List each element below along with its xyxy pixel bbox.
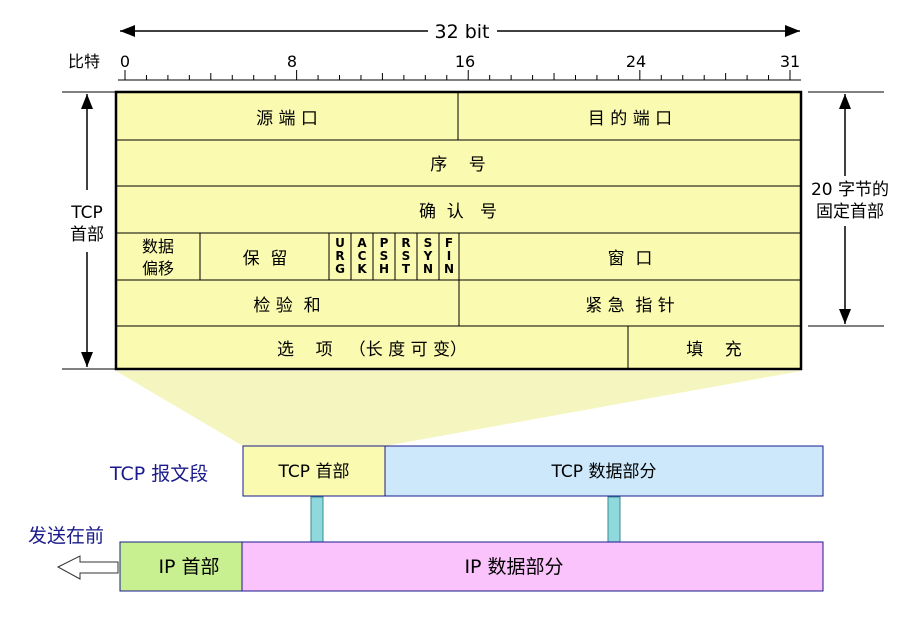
fixed-header-label: 固定首部 — [816, 202, 884, 222]
padding-field: 填 充 — [686, 340, 742, 360]
ruler-tick-label: 8 — [287, 52, 297, 71]
tcp-segment-data: TCP 数据部分 — [551, 462, 657, 482]
bit-width-label: 32 bit — [434, 21, 489, 43]
tcp-segment-header: TCP 首部 — [278, 462, 350, 482]
ip-header: IP 首部 — [158, 556, 219, 578]
zoom-projection — [116, 371, 801, 446]
reserved-field: 保 留 — [243, 249, 288, 269]
bits-label: 比特 — [68, 52, 100, 71]
source-port-field: 源 端 口 — [256, 109, 318, 129]
options-field: 选 项 （长 度 可 变） — [277, 340, 467, 360]
tcp-header-side-label: TCP — [70, 203, 103, 223]
bit-ruler: 比特 0 8 16 24 31 — [68, 52, 801, 81]
ip-data: IP 数据部分 — [464, 556, 563, 578]
tcp-segment-label: TCP 报文段 — [109, 463, 208, 485]
fixed-header-label: 20 字节的 — [811, 180, 889, 200]
destination-port-field: 目 的 端 口 — [588, 109, 672, 129]
window-field: 窗 口 — [608, 249, 653, 269]
ack-number-field: 确 认 号 — [419, 202, 497, 222]
ruler-tick-label: 16 — [455, 52, 475, 71]
bit-width-arrow: 32 bit — [120, 21, 800, 43]
urgent-pointer-field: 紧 急 指 针 — [585, 296, 675, 316]
ruler-tick-label: 0 — [120, 52, 130, 71]
left-arrow-icon — [56, 555, 119, 580]
tcp-segment: TCP 报文段 TCP 首部 TCP 数据部分 — [109, 445, 824, 497]
ip-datagram: 发送在前 IP 首部 IP 数据部分 — [28, 525, 824, 592]
data-offset-field: 数据 — [142, 237, 174, 256]
data-offset-field: 偏移 — [142, 259, 174, 278]
ruler-tick-label: 31 — [780, 52, 800, 71]
fixed-header-span: 20 字节的 固定首部 — [808, 91, 889, 327]
tcp-header-span: TCP 首部 — [62, 91, 116, 370]
ruler-tick-label: 24 — [626, 52, 646, 71]
tcp-header-side-label: 首部 — [70, 225, 104, 245]
checksum-field: 检 验 和 — [253, 296, 320, 316]
sequence-number-field: 序 号 — [430, 155, 486, 175]
send-first-label: 发送在前 — [28, 525, 104, 547]
